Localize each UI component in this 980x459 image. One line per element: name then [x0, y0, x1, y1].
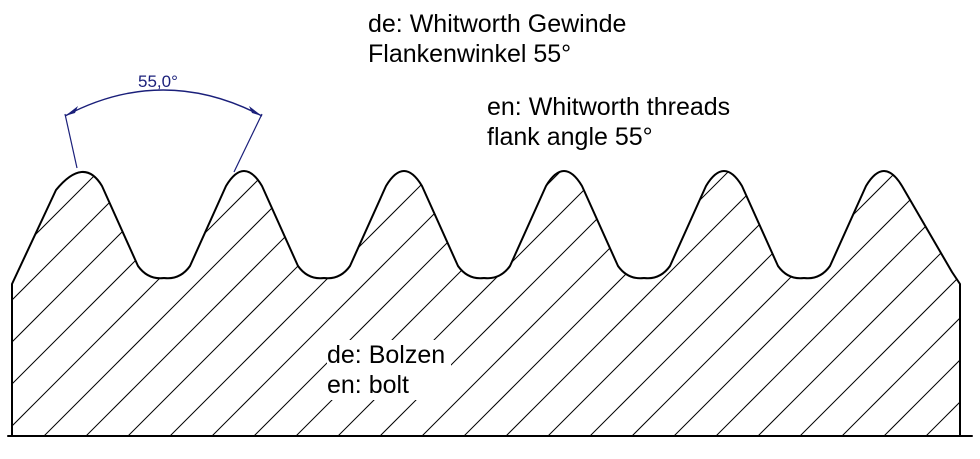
dimension-arrow-left — [65, 106, 78, 116]
hatch-line — [8, 171, 131, 436]
dimension-arrow-right — [249, 106, 262, 116]
hatch-line — [313, 171, 635, 436]
german-thread-title: de: Whitworth Gewinde — [368, 10, 627, 38]
dimension-extension-line-right — [233, 113, 263, 173]
angle-dimension-text: 55,0° — [138, 72, 178, 91]
hatch-line — [523, 171, 845, 436]
hatch-line — [8, 171, 173, 436]
dimension-extension-line-left — [64, 113, 78, 169]
hatch-line — [439, 171, 761, 436]
bolt-outline — [7, 170, 973, 437]
hatch-line — [271, 171, 593, 436]
hatch-line — [19, 171, 341, 436]
bolt-label: de: Bolzen en: bolt — [327, 340, 452, 400]
german-bolt-label: de: Bolzen — [327, 341, 446, 369]
section-hatching — [0, 140, 972, 459]
hatch-line — [817, 171, 972, 436]
hatch-line — [859, 171, 972, 436]
hatch-line — [481, 171, 803, 436]
hatch-line — [0, 140, 4, 459]
dimension-arc — [64, 89, 263, 117]
angle-dimension: 55,0° — [64, 72, 263, 173]
hatch-line — [355, 171, 677, 436]
hatch-line — [733, 171, 972, 436]
hatch-line — [8, 171, 299, 436]
hatch-line — [901, 171, 972, 436]
hatch-line — [649, 171, 971, 436]
english-flank-angle: flank angle 55° — [487, 123, 653, 151]
hatch-line — [607, 171, 929, 436]
hatch-line — [397, 171, 719, 436]
hatch-line — [565, 171, 887, 436]
english-bolt-label: en: bolt — [327, 371, 410, 399]
hatch-line — [145, 171, 467, 436]
english-thread-title: en: Whitworth threads — [487, 93, 731, 121]
hatch-line — [8, 171, 47, 436]
hatch-line — [943, 171, 972, 436]
hatch-line — [8, 171, 257, 436]
hatch-line — [61, 171, 383, 436]
hatch-line — [775, 171, 972, 436]
hatch-line — [229, 171, 551, 436]
hatch-line — [187, 171, 509, 436]
german-flank-angle: Flankenwinkel 55° — [368, 40, 572, 68]
german-thread-label: de: Whitworth Gewinde Flankenwinkel 55° — [368, 9, 626, 69]
english-thread-label: en: Whitworth threads flank angle 55° — [487, 92, 730, 152]
hatch-line — [103, 171, 425, 436]
hatch-line — [8, 171, 215, 436]
